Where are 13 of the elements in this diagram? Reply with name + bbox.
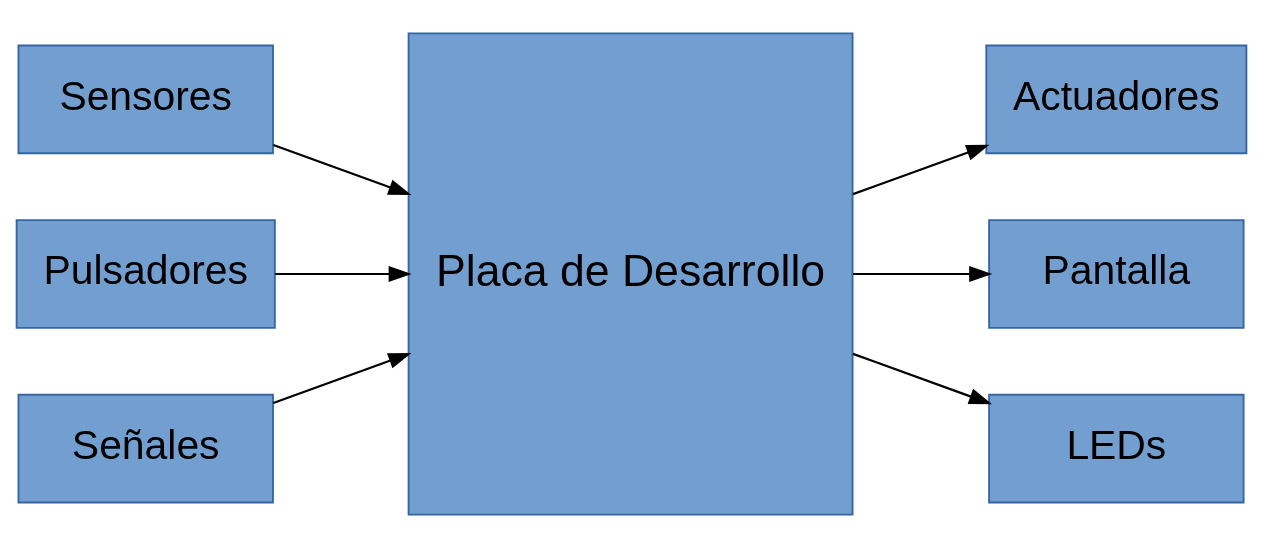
node-box: LEDs	[988, 393, 1245, 504]
node-box: Actuadores	[985, 44, 1248, 155]
arrow	[853, 265, 993, 283]
arrow	[272, 143, 412, 196]
arrow	[275, 265, 412, 283]
node-box: Señales	[17, 393, 274, 504]
arrow	[852, 144, 990, 196]
arrow	[852, 352, 993, 405]
arrow	[272, 352, 412, 405]
node-box: Pulsadores	[15, 219, 276, 329]
node-box: Pantalla	[988, 219, 1245, 329]
node-box: Sensores	[17, 44, 274, 155]
node-box: Placa de Desarrollo	[407, 32, 854, 516]
